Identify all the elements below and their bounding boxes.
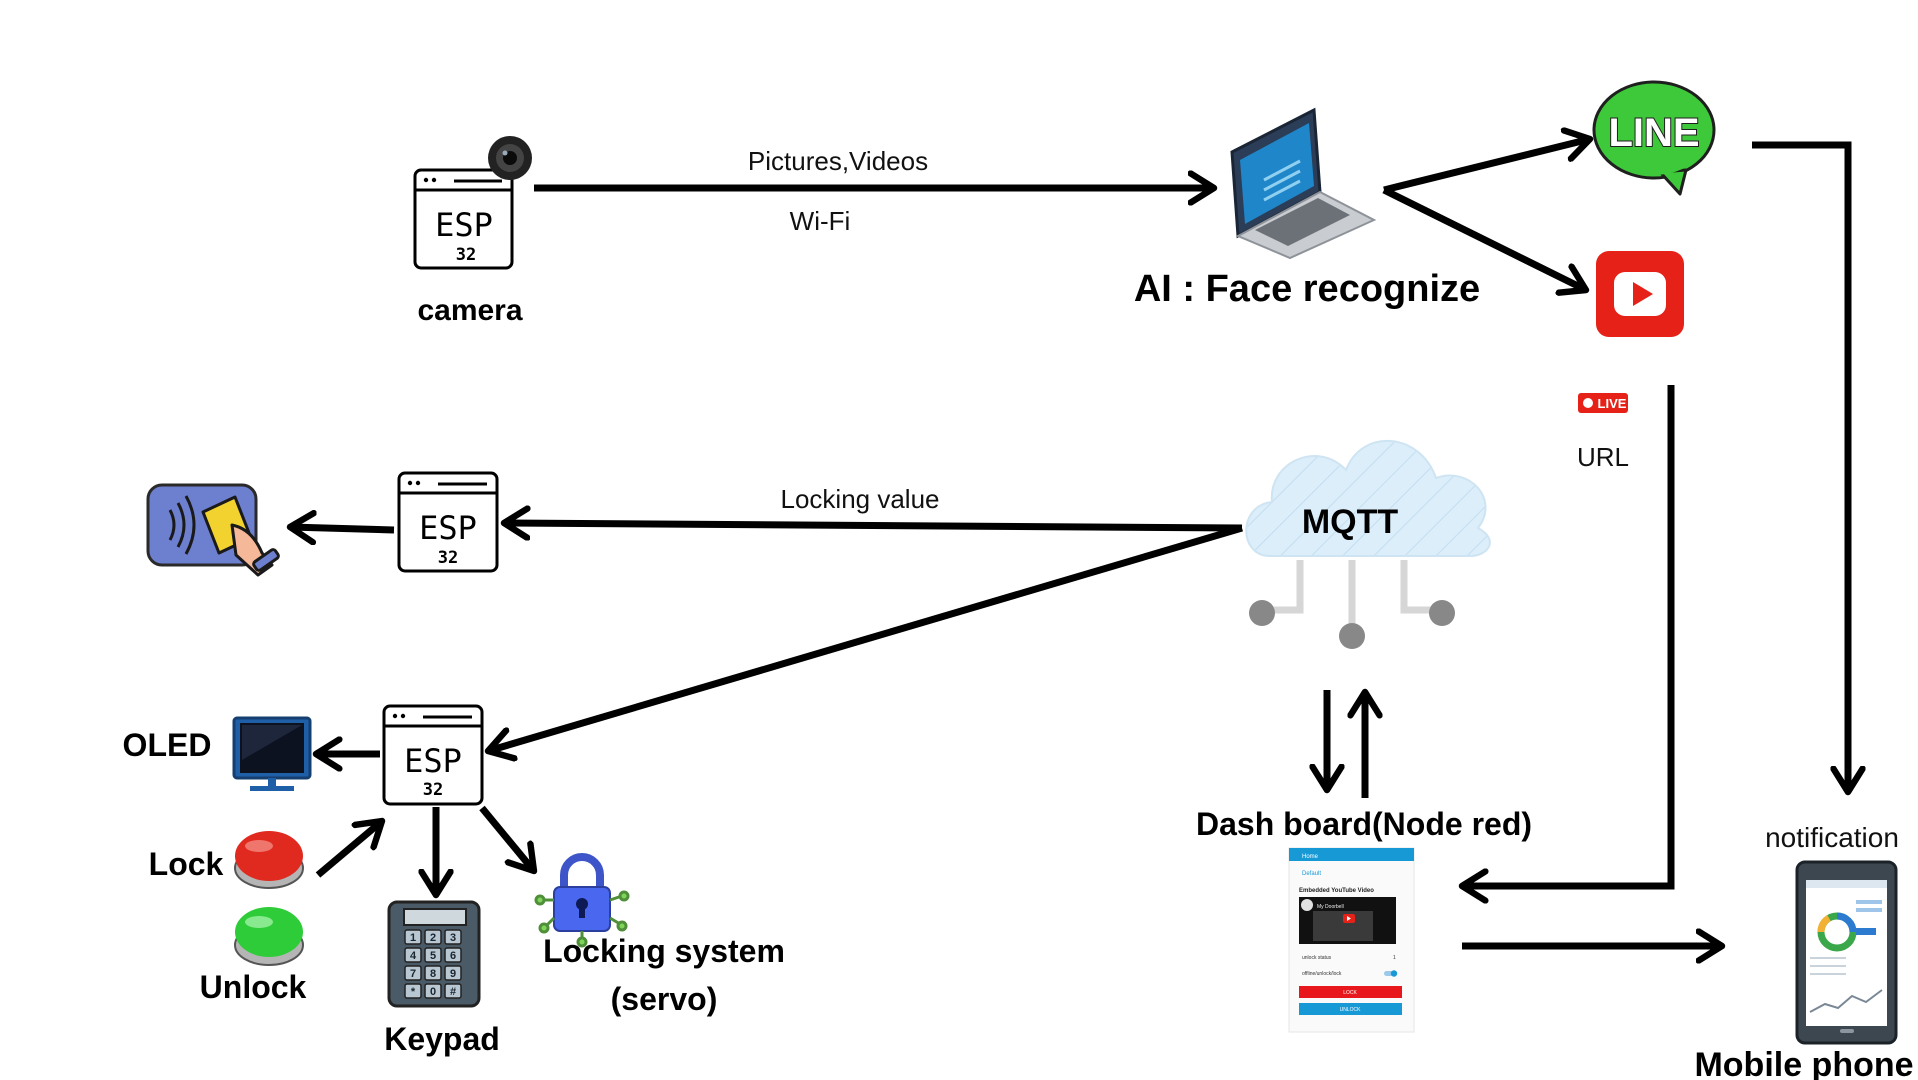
keypad-key xyxy=(444,983,462,999)
esp32-camera-node: ESP 32 camera xyxy=(413,136,532,327)
keypad-key xyxy=(404,929,422,945)
green-button-icon xyxy=(234,907,304,966)
arrow-esp-to-locking-system xyxy=(479,805,534,871)
arrow-youtube-to-dashboard xyxy=(1462,385,1675,886)
line-logo-text: LINE xyxy=(1608,111,1699,155)
dashboard-video-caption: My Doorbell xyxy=(1317,904,1344,910)
locking-value-label: Locking value xyxy=(781,484,940,514)
keypad-key-label: 4 xyxy=(410,950,417,962)
keypad-key-label: 7 xyxy=(410,968,416,980)
keypad-key-label: 3 xyxy=(450,932,456,944)
arrow-esp-to-rfid xyxy=(290,527,395,530)
dashboard-unlock-button-label: UNLOCK xyxy=(1340,1007,1362,1013)
notification-label: notification xyxy=(1765,822,1899,853)
arrow-mqtt-to-esp-main xyxy=(488,524,1243,751)
unlock-label: Unlock xyxy=(200,969,307,1005)
keypad-key xyxy=(404,947,422,963)
esp32-board-icon: ESP 32 xyxy=(382,704,484,806)
esp32-board-icon: ESP 32 xyxy=(413,168,514,270)
cloud-icon: MQTT xyxy=(1245,439,1491,557)
pictures-videos-label: Pictures,Videos xyxy=(748,146,928,176)
esp32-rfid-node: ESP 32 xyxy=(397,471,499,573)
dashboard-label: Dash board(Node red) xyxy=(1196,806,1532,842)
keypad-label: Keypad xyxy=(384,1021,500,1057)
locking-system-label-line1: Locking system xyxy=(543,933,785,969)
unlock-status-label: unlock status xyxy=(1302,955,1332,961)
url-label: URL xyxy=(1577,442,1629,472)
line-icon: LINE xyxy=(1592,80,1716,196)
connector-node-middle xyxy=(1339,623,1365,649)
keypad-key xyxy=(404,983,422,999)
unlock-status-value: 1 xyxy=(1393,955,1396,961)
oled-label: OLED xyxy=(123,727,212,763)
dashboard-lock-button-label: LOCK xyxy=(1343,990,1357,996)
keypad-key xyxy=(424,965,442,981)
keypad-key xyxy=(424,929,442,945)
keypad-key-label: 5 xyxy=(430,950,436,962)
dashboard-unlock-button[interactable] xyxy=(1299,1003,1402,1015)
connector-node-left xyxy=(1249,600,1275,626)
arrow-mqtt-to-esp-rfid xyxy=(504,523,1243,528)
dashboard-video-title: Embedded YouTube Video xyxy=(1299,888,1374,894)
esp-model: 32 xyxy=(456,245,476,265)
padlock-icon xyxy=(534,853,630,948)
dashboard-screen: Home Default Embedded YouTube Video My D… xyxy=(1288,847,1415,1033)
keypad-key xyxy=(424,947,442,963)
laptop-icon xyxy=(1230,107,1377,260)
keypad-key-label: 9 xyxy=(450,968,456,980)
ai-face-recognize-label: AI : Face recognize xyxy=(1134,268,1480,310)
keypad-key xyxy=(444,929,462,945)
arrow-ai-to-youtube xyxy=(1382,186,1586,290)
esp-name: ESP xyxy=(419,509,477,547)
keypad-key xyxy=(404,965,422,981)
mobile-phone-label: Mobile phone xyxy=(1694,1046,1913,1080)
esp32-main-node: ESP 32 xyxy=(382,704,484,806)
esp32-board-icon: ESP 32 xyxy=(397,471,499,573)
keypad-key xyxy=(444,947,462,963)
live-badge-icon: LIVE xyxy=(1578,393,1628,413)
keypad-key-label: 0 xyxy=(430,986,436,998)
keypad-key-label: * xyxy=(411,986,416,998)
arrow-buttons-to-esp xyxy=(315,821,382,878)
smartphone-icon xyxy=(1795,860,1898,1045)
mqtt-label: MQTT xyxy=(1302,503,1399,541)
keypad-key-label: # xyxy=(450,986,456,998)
dashboard-header-text: Home xyxy=(1302,854,1319,860)
esp-model: 32 xyxy=(438,548,458,568)
monitor-icon xyxy=(232,716,312,791)
esp-name: ESP xyxy=(435,206,493,244)
camera-label: camera xyxy=(417,294,522,327)
mqtt-cloud-node: MQTT xyxy=(1245,439,1491,649)
keypad-key-label: 8 xyxy=(430,968,436,980)
esp-name: ESP xyxy=(404,742,462,780)
lock-switch-label: offline/unlock/lock xyxy=(1302,971,1342,977)
arrow-line-to-mobile xyxy=(1752,141,1848,792)
keypad-key xyxy=(444,965,462,981)
lock-label: Lock xyxy=(149,846,224,882)
arrow-ai-to-line xyxy=(1383,139,1590,194)
connector-node-right xyxy=(1429,600,1455,626)
locking-system-label-line2: (servo) xyxy=(611,981,718,1017)
keypad-key xyxy=(424,983,442,999)
keypad-icon: 1 2 3 4 5 6 7 8 9 * 0 # xyxy=(387,900,481,1008)
rfid-card-icon xyxy=(146,483,280,577)
camera-icon xyxy=(488,136,532,180)
youtube-icon xyxy=(1596,251,1684,337)
keypad-key-label: 2 xyxy=(430,932,436,944)
dashboard-group-text: Default xyxy=(1302,871,1321,877)
cloud-connectors-icon xyxy=(1265,560,1440,630)
wifi-label: Wi-Fi xyxy=(790,206,851,236)
esp-model: 32 xyxy=(423,780,443,800)
keypad-key-label: 6 xyxy=(450,950,456,962)
live-badge-text: LIVE xyxy=(1598,396,1627,411)
red-button-icon xyxy=(234,831,304,889)
keypad-key-label: 1 xyxy=(410,932,416,944)
dashboard-lock-button[interactable] xyxy=(1299,986,1402,998)
